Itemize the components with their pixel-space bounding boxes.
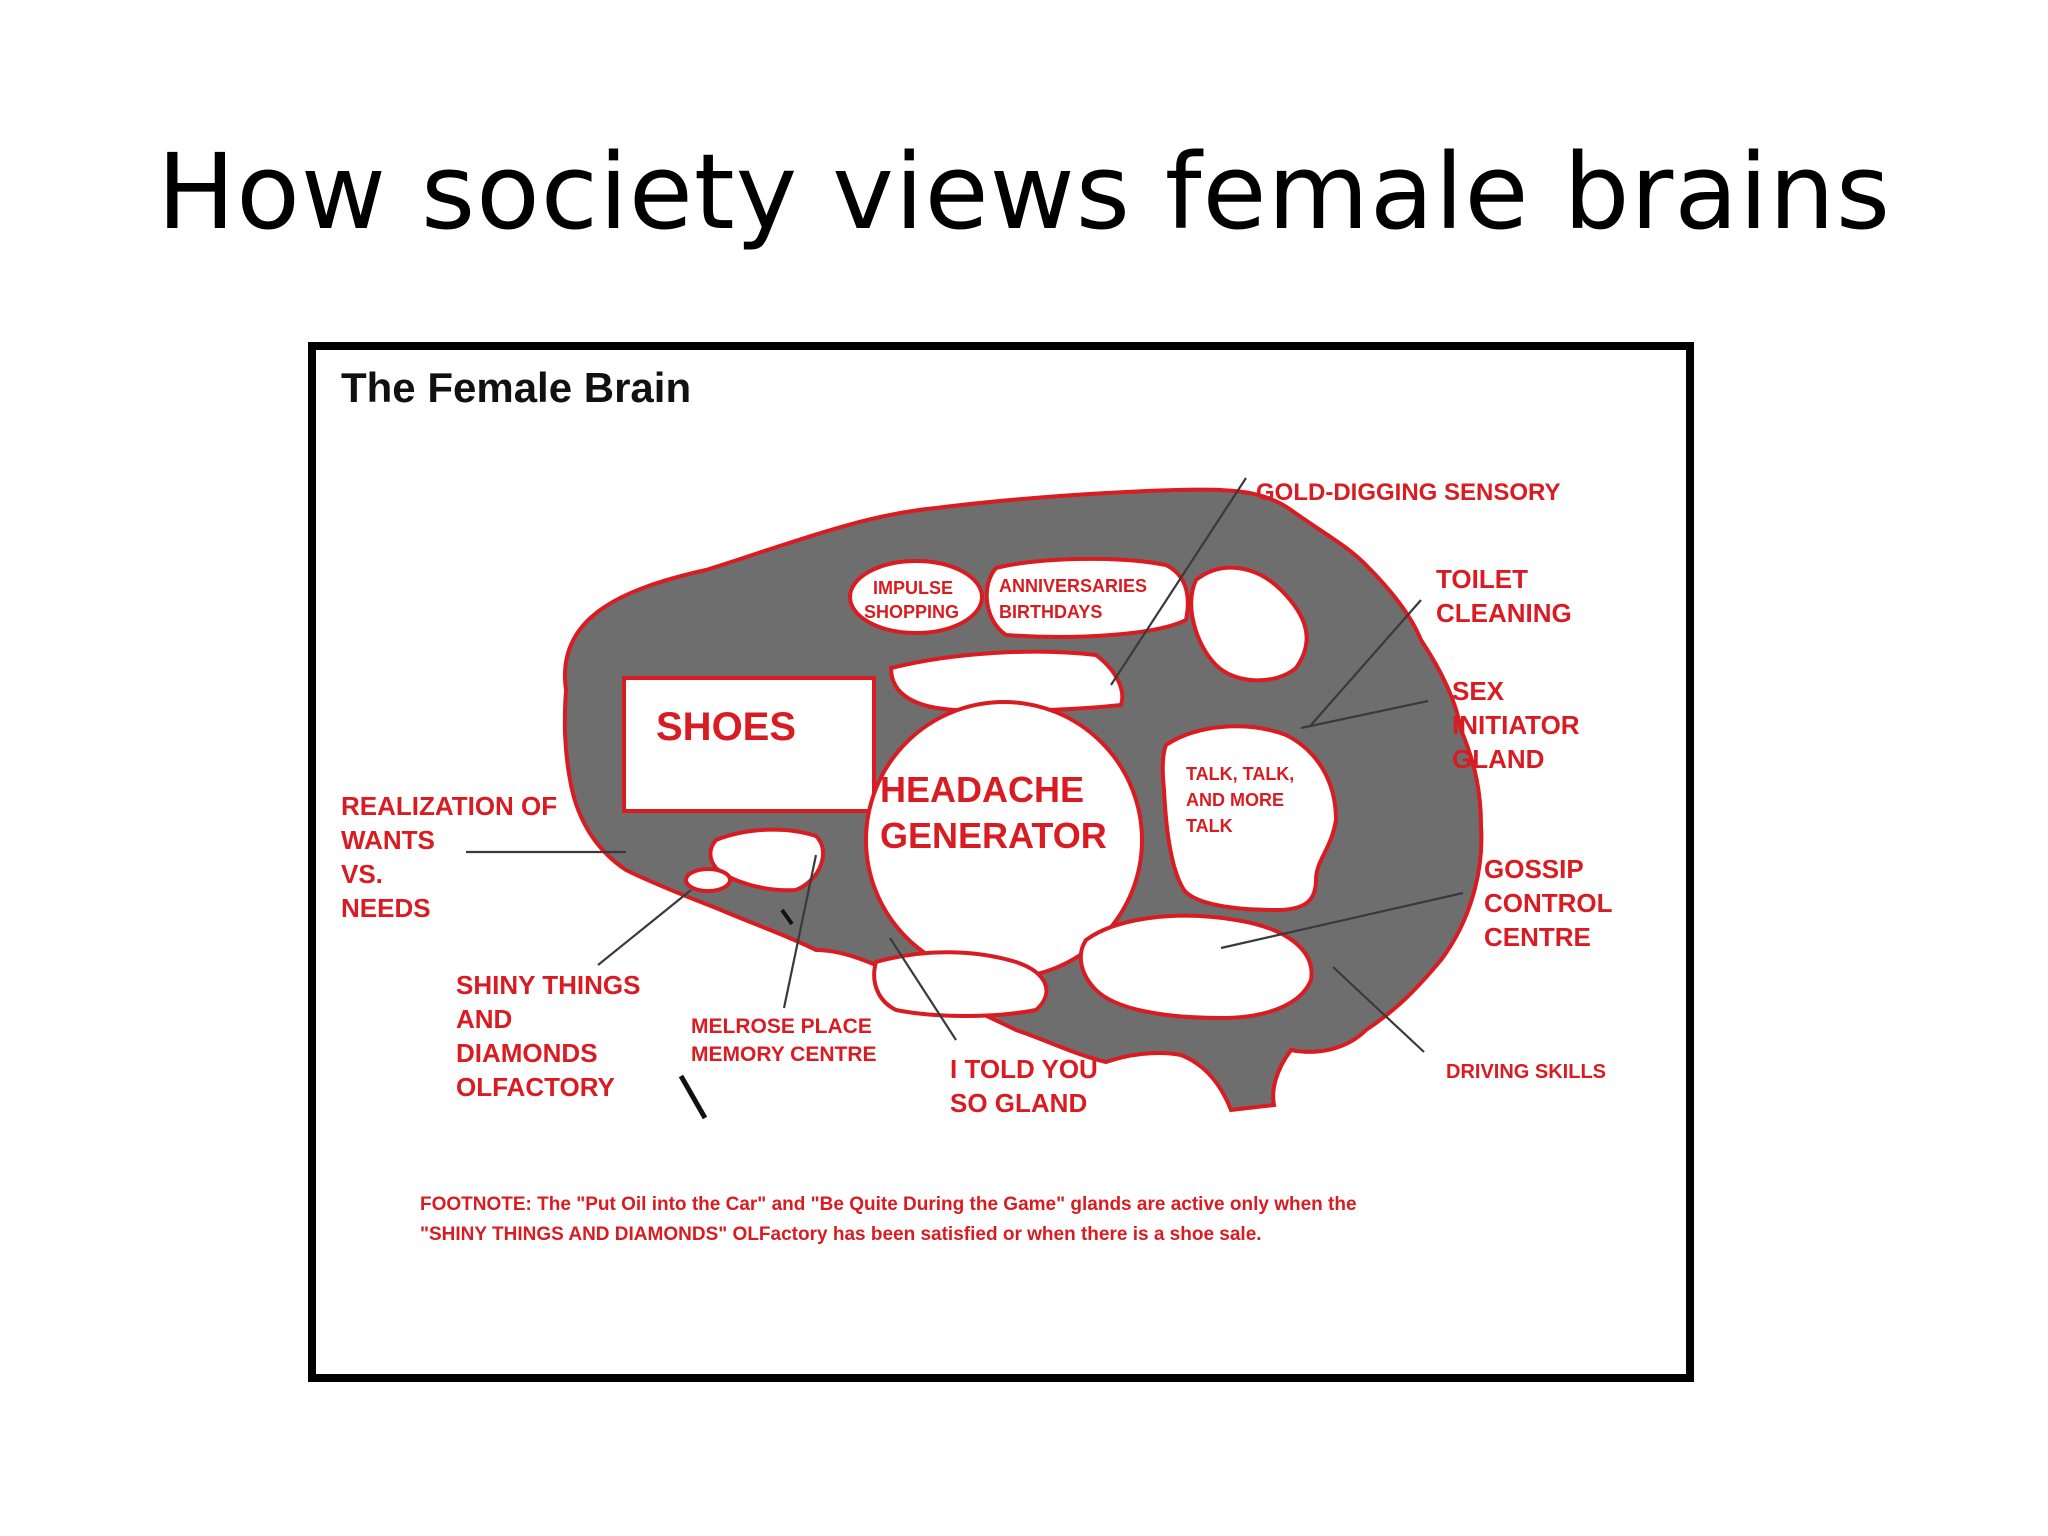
told-label-line1: I TOLD YOU xyxy=(950,1054,1098,1084)
shoes-label: SHOES xyxy=(656,705,796,749)
anniversaries-label-line2: BIRTHDAYS xyxy=(999,602,1102,622)
leader-told xyxy=(889,937,957,1041)
gold-digging-label: GOLD-DIGGING SENSORY xyxy=(1256,479,1560,506)
sex-label-line3: GLAND xyxy=(1452,744,1544,774)
stray-mark xyxy=(678,1074,708,1120)
footnote-line2: "SHINY THINGS AND DIAMONDS" OLFactory ha… xyxy=(420,1224,1262,1245)
shiny-label-line1: SHINY THINGS xyxy=(456,970,640,1000)
shiny-things-region xyxy=(684,867,732,893)
footnote-line1: FOOTNOTE: The "Put Oil into the Car" and… xyxy=(420,1194,1357,1215)
toilet-label-line1: TOILET xyxy=(1436,564,1528,594)
shiny-label-line2: AND xyxy=(456,1004,512,1034)
shiny-label-line3: DIAMONDS xyxy=(456,1038,598,1068)
anniversaries-region xyxy=(984,556,1190,639)
shiny-label-line4: OLFACTORY xyxy=(456,1072,615,1102)
brain-diagram: The Female Brain SHOES IMPULSE SHOPPING … xyxy=(341,364,1613,1245)
impulse-label-line1: IMPULSE xyxy=(873,578,953,598)
gossip-label-line2: CONTROL xyxy=(1484,888,1613,918)
realization-label-line2: WANTS xyxy=(341,825,435,855)
slide-title: How society views female brains xyxy=(157,131,1891,253)
bottom-left-region xyxy=(872,950,1049,1018)
realization-label-line1: REALIZATION OF xyxy=(341,791,557,821)
leader-gold-digging xyxy=(1110,477,1247,686)
leader-shiny xyxy=(597,889,692,966)
impulse-label-line2: SHOPPING xyxy=(864,602,959,622)
gossip-label-line1: GOSSIP xyxy=(1484,854,1584,884)
diagram-heading: The Female Brain xyxy=(341,364,691,411)
lower-right-region xyxy=(1078,913,1314,1021)
sex-label-line2: INITIATOR xyxy=(1452,710,1580,740)
melrose-label-line2: MEMORY CENTRE xyxy=(691,1043,877,1066)
driving-label: DRIVING SKILLS xyxy=(1446,1061,1606,1083)
talk-label-line3: TALK xyxy=(1186,816,1233,836)
middle-band-region xyxy=(888,649,1125,713)
stray-tick xyxy=(780,908,794,926)
upper-right-region xyxy=(1189,565,1309,683)
leader-gossip xyxy=(1220,891,1464,950)
realization-label-line4: NEEDS xyxy=(341,893,431,923)
small-lower-region xyxy=(708,827,826,893)
toilet-label-line2: CLEANING xyxy=(1436,598,1572,628)
realization-label-line3: VS. xyxy=(341,859,383,889)
leader-melrose xyxy=(782,854,818,1009)
headache-label-line2: GENERATOR xyxy=(880,815,1107,856)
shoes-region xyxy=(622,676,876,813)
impulse-shopping-region xyxy=(848,559,984,635)
leader-sex xyxy=(1300,699,1429,730)
gossip-label-line3: CENTRE xyxy=(1484,922,1591,952)
sex-label-line1: SEX xyxy=(1452,676,1505,706)
headache-label-line1: HEADACHE xyxy=(880,769,1084,810)
leader-driving xyxy=(1332,966,1425,1053)
anniversaries-label-line1: ANNIVERSARIES xyxy=(999,576,1147,596)
talk-label-line1: TALK, TALK, xyxy=(1186,764,1294,784)
brain-diagram-frame: The Female Brain SHOES IMPULSE SHOPPING … xyxy=(308,342,1694,1382)
told-label-line2: SO GLAND xyxy=(950,1088,1087,1118)
leader-toilet xyxy=(1310,599,1422,726)
talk-label-line2: AND MORE xyxy=(1186,790,1284,810)
talk-region xyxy=(1160,724,1339,913)
melrose-label-line1: MELROSE PLACE xyxy=(691,1015,872,1038)
